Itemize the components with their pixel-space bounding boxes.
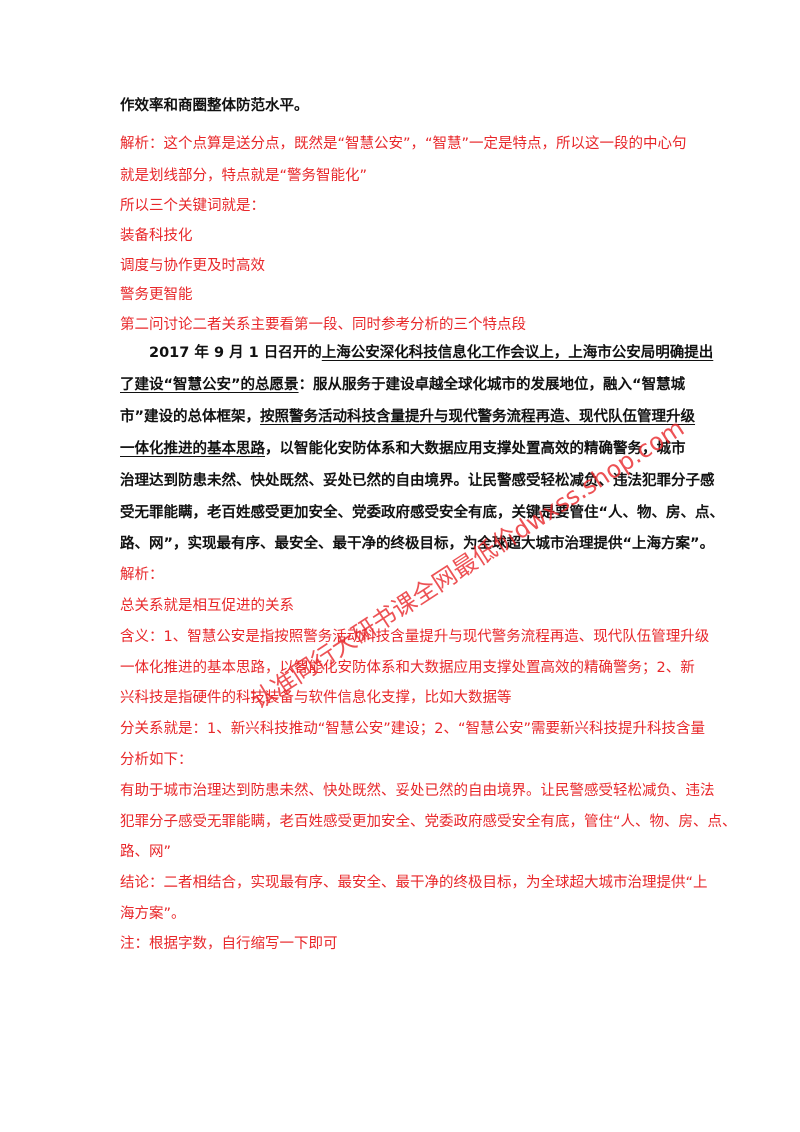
para-line-3a: 市”建设的总体框架， <box>120 409 261 425</box>
para-line-4b: ，以智能化安防体系和大数据应用支撑处置高效的精确警务，城市 <box>265 441 686 457</box>
analysis-line-2: 总关系就是相互促进的关系 <box>120 598 294 614</box>
analysis-line-1: 解析： <box>120 567 164 583</box>
analysis-line-4: 一体化推进的基本思路，以智能化安防体系和大数据应用支撑处置高效的精确警务；2、新 <box>120 660 695 676</box>
analysis-line-8: 有助于城市治理达到防患未然、快处既然、妥处已然的自由境界。让民警感受轻松减负、违… <box>120 783 715 799</box>
para-line-4: 一体化推进的基本思路，以智能化安防体系和大数据应用支撑处置高效的精确警务，城市 <box>120 439 686 459</box>
intro-line-3: 就是划线部分，特点就是“警务智能化” <box>120 168 368 184</box>
para-line-2a: 了建设“智慧公安”的总愿景 <box>120 377 299 393</box>
para-line-5: 治理达到防患未然、快处既然、妥处已然的自由境界。让民警感受轻松减负、违法犯罪分子… <box>120 473 715 489</box>
para-line-4a: 一体化推进的基本思路 <box>120 441 265 457</box>
analysis-line-3: 含义：1、智慧公安是指按照警务活动科技含量提升与现代警务流程再造、现代队伍管理升… <box>120 629 710 645</box>
intro-line-4: 所以三个关键词就是： <box>120 198 265 214</box>
intro-line-5: 装备科技化 <box>120 228 193 244</box>
intro-line-1: 作效率和商圈整体防范水平。 <box>120 98 309 114</box>
para-line-1a: 2017 年 9 月 1 日召开的 <box>149 345 322 361</box>
intro-line-8: 第二问讨论二者关系主要看第一段、同时参考分析的三个特点段 <box>120 317 526 333</box>
para-line-3b: 按照警务活动科技含量提升与现代警务流程再造、现代队伍管理升级 <box>260 409 696 425</box>
para-line-1: 2017 年 9 月 1 日召开的上海公安深化科技信息化工作会议上，上海市公安局… <box>120 343 713 363</box>
para-line-2: 了建设“智慧公安”的总愿景：服从服务于建设卓越全球化城市的发展地位，融入“智慧城 <box>120 375 685 395</box>
analysis-line-12: 海方案”。 <box>120 906 186 922</box>
intro-line-2: 解析：这个点算是送分点，既然是“智慧公安”，“智慧”一定是特点，所以这一段的中心… <box>120 136 687 152</box>
analysis-line-6: 分关系就是：1、新兴科技推动“智慧公安”建设；2、“智慧公安”需要新兴科技提升科… <box>120 721 705 737</box>
intro-line-6: 调度与协作更及时高效 <box>120 258 265 274</box>
para-line-7: 路、网”，实现最有序、最安全、最干净的终极目标，为全球超大城市治理提供“上海方案… <box>120 536 715 552</box>
para-line-3: 市”建设的总体框架，按照警务活动科技含量提升与现代警务流程再造、现代队伍管理升级 <box>120 407 695 427</box>
analysis-line-13: 注：根据字数，自行缩写一下即可 <box>120 936 338 952</box>
analysis-line-9: 犯罪分子感受无罪能瞒，老百姓感受更加安全、党委政府感受安全有底，管住“人、物、房… <box>120 814 737 830</box>
para-line-6: 受无罪能瞒，老百姓感受更加安全、党委政府感受安全有底，关键是要管住“人、物、房、… <box>120 505 725 521</box>
analysis-line-10: 路、网” <box>120 844 172 860</box>
analysis-line-5: 兴科技是指硬件的科技装备与软件信息化支撑，比如大数据等 <box>120 690 512 706</box>
para-line-2b: ：服从服务于建设卓越全球化城市的发展地位，融入“智慧城 <box>298 377 686 393</box>
intro-line-7: 警务更智能 <box>120 287 193 303</box>
para-line-1b: 上海公安深化科技信息化工作会议上，上海市公安局明确提出 <box>321 345 714 361</box>
analysis-line-11: 结论：二者相结合，实现最有序、最安全、最干净的终极目标，为全球超大城市治理提供“… <box>120 875 708 891</box>
analysis-line-7: 分析如下： <box>120 752 193 768</box>
